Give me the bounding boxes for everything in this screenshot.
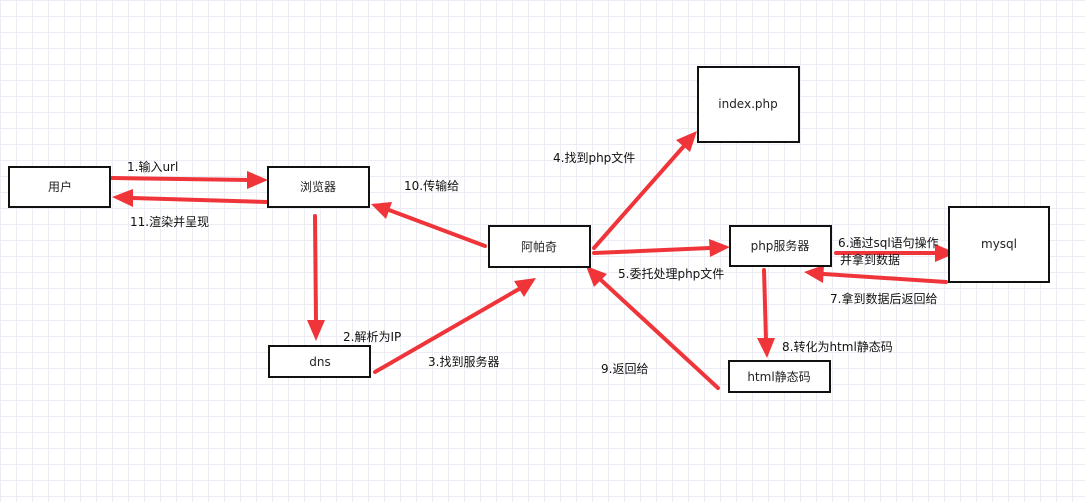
edge-label-step3: 3.找到服务器 (428, 354, 499, 369)
node-dns: dns (268, 345, 371, 378)
arrow-php-server-to-html-static (757, 268, 775, 358)
arrow-mysql-to-php-server (804, 265, 948, 284)
edge-label-step6-line2: 并拿到数据 (840, 252, 900, 267)
arrow-dns-to-apache (373, 278, 536, 374)
node-user-label: 用户 (48, 179, 72, 194)
node-browser: 浏览器 (267, 166, 370, 208)
node-apache-label: 阿帕奇 (521, 239, 557, 254)
arrow-html-static-to-apache (586, 266, 720, 390)
node-dns-label: dns (309, 355, 330, 369)
arrow-user-to-browser (110, 171, 268, 189)
edge-label-step7: 7.拿到数据后返回给 (830, 291, 937, 306)
edge-label-step11: 11.渲染并呈现 (130, 214, 209, 229)
node-index-php-label: index.php (718, 97, 777, 111)
edge-label-step9: 9.返回给 (601, 362, 648, 376)
node-php-server-label: php服务器 (751, 238, 810, 253)
edge-label-step1: 1.输入url (127, 159, 178, 174)
node-html-static-label: html静态码 (747, 370, 810, 384)
arrow-browser-to-dns (307, 214, 325, 341)
edge-label-step8: 8.转化为html静态码 (782, 339, 893, 354)
node-html-static: html静态码 (728, 360, 831, 393)
arrow-browser-to-user (112, 189, 269, 207)
edge-label-step5: 5.委托处理php文件 (618, 266, 724, 281)
arrow-apache-to-index-php (592, 131, 697, 250)
edge-label-step2: 2.解析为IP (343, 330, 401, 344)
arrow-php-server-to-mysql (834, 244, 956, 262)
edge-label-step6-line1: 6.通过sql语句操作 (838, 235, 939, 250)
node-browser-label: 浏览器 (300, 179, 336, 194)
node-apache: 阿帕奇 (488, 225, 591, 268)
node-mysql-label: mysql (981, 237, 1017, 251)
edge-label-step10: 10.传输给 (404, 178, 459, 193)
node-mysql: mysql (948, 206, 1050, 283)
arrow-apache-to-php-server (592, 239, 730, 257)
node-php-server: php服务器 (729, 225, 832, 267)
arrow-apache-to-browser (371, 202, 487, 248)
node-user: 用户 (8, 166, 111, 208)
node-index-php: index.php (697, 66, 800, 143)
edge-label-step4: 4.找到php文件 (553, 150, 635, 165)
